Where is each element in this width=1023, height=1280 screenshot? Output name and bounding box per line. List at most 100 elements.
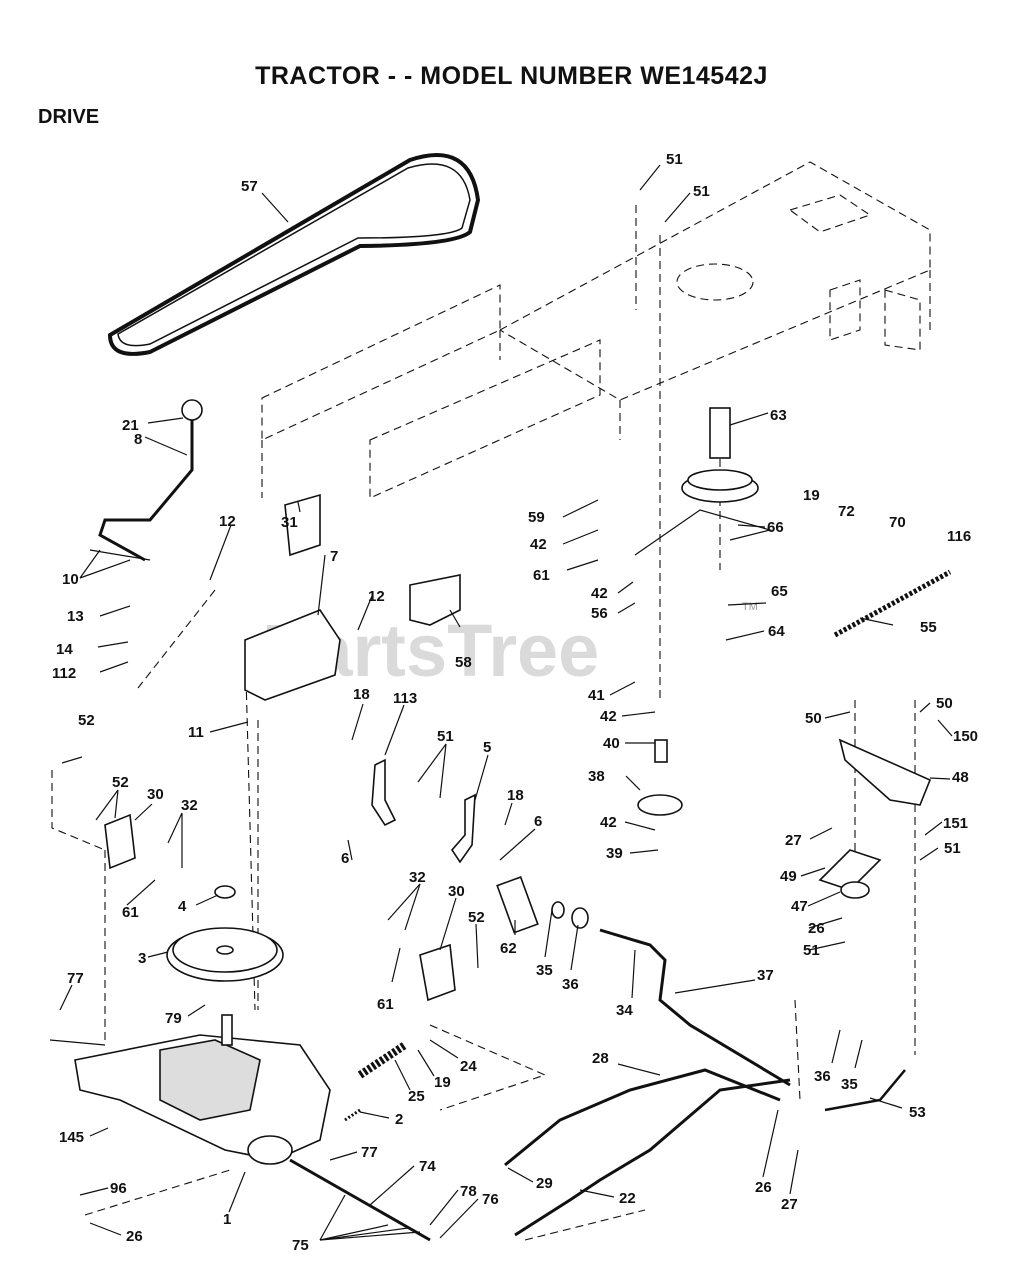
callout-26: 26 <box>808 920 825 937</box>
transaxle <box>49 1014 431 1242</box>
callout-4: 4 <box>178 898 187 915</box>
clutch-spring <box>344 1041 408 1122</box>
callout-26: 26 <box>755 1179 772 1196</box>
callout-21: 21 <box>122 417 139 434</box>
callout-77: 77 <box>67 970 84 987</box>
callout-53: 53 <box>909 1104 926 1121</box>
callout-6: 6 <box>341 850 349 867</box>
callout-62: 62 <box>500 940 517 957</box>
callout-18: 18 <box>507 787 524 804</box>
callout-77: 77 <box>361 1144 378 1161</box>
callout-42: 42 <box>530 536 547 553</box>
callout-51: 51 <box>803 942 820 959</box>
pivot-bracket <box>818 738 932 899</box>
shift-lever <box>89 399 203 562</box>
page-title: TRACTOR - - MODEL NUMBER WE14542J <box>255 62 768 90</box>
callout-12: 12 <box>219 513 236 530</box>
section-heading: DRIVE <box>38 106 100 128</box>
callout-13: 13 <box>67 608 84 625</box>
callout-22: 22 <box>619 1190 636 1207</box>
callout-74: 74 <box>419 1158 436 1175</box>
callout-39: 39 <box>606 845 623 862</box>
callout-52: 52 <box>468 909 485 926</box>
callout-26: 26 <box>126 1228 143 1245</box>
callout-5: 5 <box>483 739 491 756</box>
callout-24: 24 <box>460 1058 477 1075</box>
callout-59: 59 <box>528 509 545 526</box>
callout-42: 42 <box>591 585 608 602</box>
drive-belt <box>107 153 481 356</box>
callout-41: 41 <box>588 687 605 704</box>
callout-27: 27 <box>781 1196 798 1213</box>
callout-48: 48 <box>952 769 969 786</box>
callout-52: 52 <box>112 774 129 791</box>
callout-42: 42 <box>600 708 617 725</box>
callout-30: 30 <box>448 883 465 900</box>
callout-65: 65 <box>771 583 788 600</box>
tractor-frame <box>261 161 931 499</box>
callout-78: 78 <box>460 1183 477 1200</box>
callout-11: 11 <box>188 724 204 741</box>
callout-7: 7 <box>330 548 338 565</box>
callout-51: 51 <box>666 151 683 168</box>
callout-14: 14 <box>56 641 73 658</box>
callout-75: 75 <box>292 1237 309 1254</box>
mounting-brackets <box>104 758 476 1002</box>
callout-12: 12 <box>368 588 385 605</box>
transaxle-pulley <box>166 885 284 982</box>
callout-30: 30 <box>147 786 164 803</box>
callout-96: 96 <box>110 1180 127 1197</box>
callout-66: 66 <box>767 519 784 536</box>
callout-50: 50 <box>805 710 822 727</box>
callout-40: 40 <box>603 735 620 752</box>
callout-28: 28 <box>592 1050 609 1067</box>
callout-42: 42 <box>600 814 617 831</box>
callout-150: 150 <box>953 728 978 745</box>
callout-10: 10 <box>62 571 79 588</box>
callout-63: 63 <box>770 407 787 424</box>
callout-61: 61 <box>122 904 139 921</box>
callout-61: 61 <box>533 567 550 584</box>
callout-116: 116 <box>947 528 971 545</box>
callout-72: 72 <box>838 503 855 520</box>
callout-151: 151 <box>943 815 968 832</box>
callout-31: 31 <box>281 514 298 531</box>
callout-57: 57 <box>241 178 258 195</box>
callout-35: 35 <box>841 1076 858 1093</box>
watermark-tm: TM <box>742 601 758 613</box>
callout-34: 34 <box>616 1002 633 1019</box>
callout-47: 47 <box>791 898 808 915</box>
callout-64: 64 <box>768 623 785 640</box>
callout-58: 58 <box>455 654 472 671</box>
brackets <box>244 493 461 701</box>
callout-8: 8 <box>134 431 142 448</box>
callout-51: 51 <box>944 840 961 857</box>
callout-113: 113 <box>393 690 417 707</box>
callout-36: 36 <box>562 976 579 993</box>
callout-27: 27 <box>785 832 802 849</box>
callout-112: 112 <box>52 665 76 682</box>
callout-6: 6 <box>534 813 542 830</box>
callout-49: 49 <box>780 868 797 885</box>
callout-25: 25 <box>408 1088 425 1105</box>
callout-32: 32 <box>181 797 198 814</box>
callout-37: 37 <box>757 967 774 984</box>
callout-32: 32 <box>409 869 426 886</box>
callout-19: 19 <box>803 487 820 504</box>
callout-38: 38 <box>588 768 605 785</box>
callout-56: 56 <box>591 605 608 622</box>
callout-36: 36 <box>814 1068 831 1085</box>
callout-52: 52 <box>78 712 95 729</box>
callout-76: 76 <box>482 1191 499 1208</box>
callout-29: 29 <box>536 1175 553 1192</box>
callout-51: 51 <box>693 183 710 200</box>
callout-35: 35 <box>536 962 553 979</box>
idler-pulleys <box>634 407 773 816</box>
linkage-rods <box>496 876 906 1237</box>
leader-lines <box>59 164 953 1241</box>
callout-51: 51 <box>437 728 454 745</box>
callout-labels: 57 51 51 21 8 63 19 72 70 116 12 31 7 59… <box>52 151 978 1254</box>
callout-18: 18 <box>353 686 370 703</box>
callout-19: 19 <box>434 1074 451 1091</box>
